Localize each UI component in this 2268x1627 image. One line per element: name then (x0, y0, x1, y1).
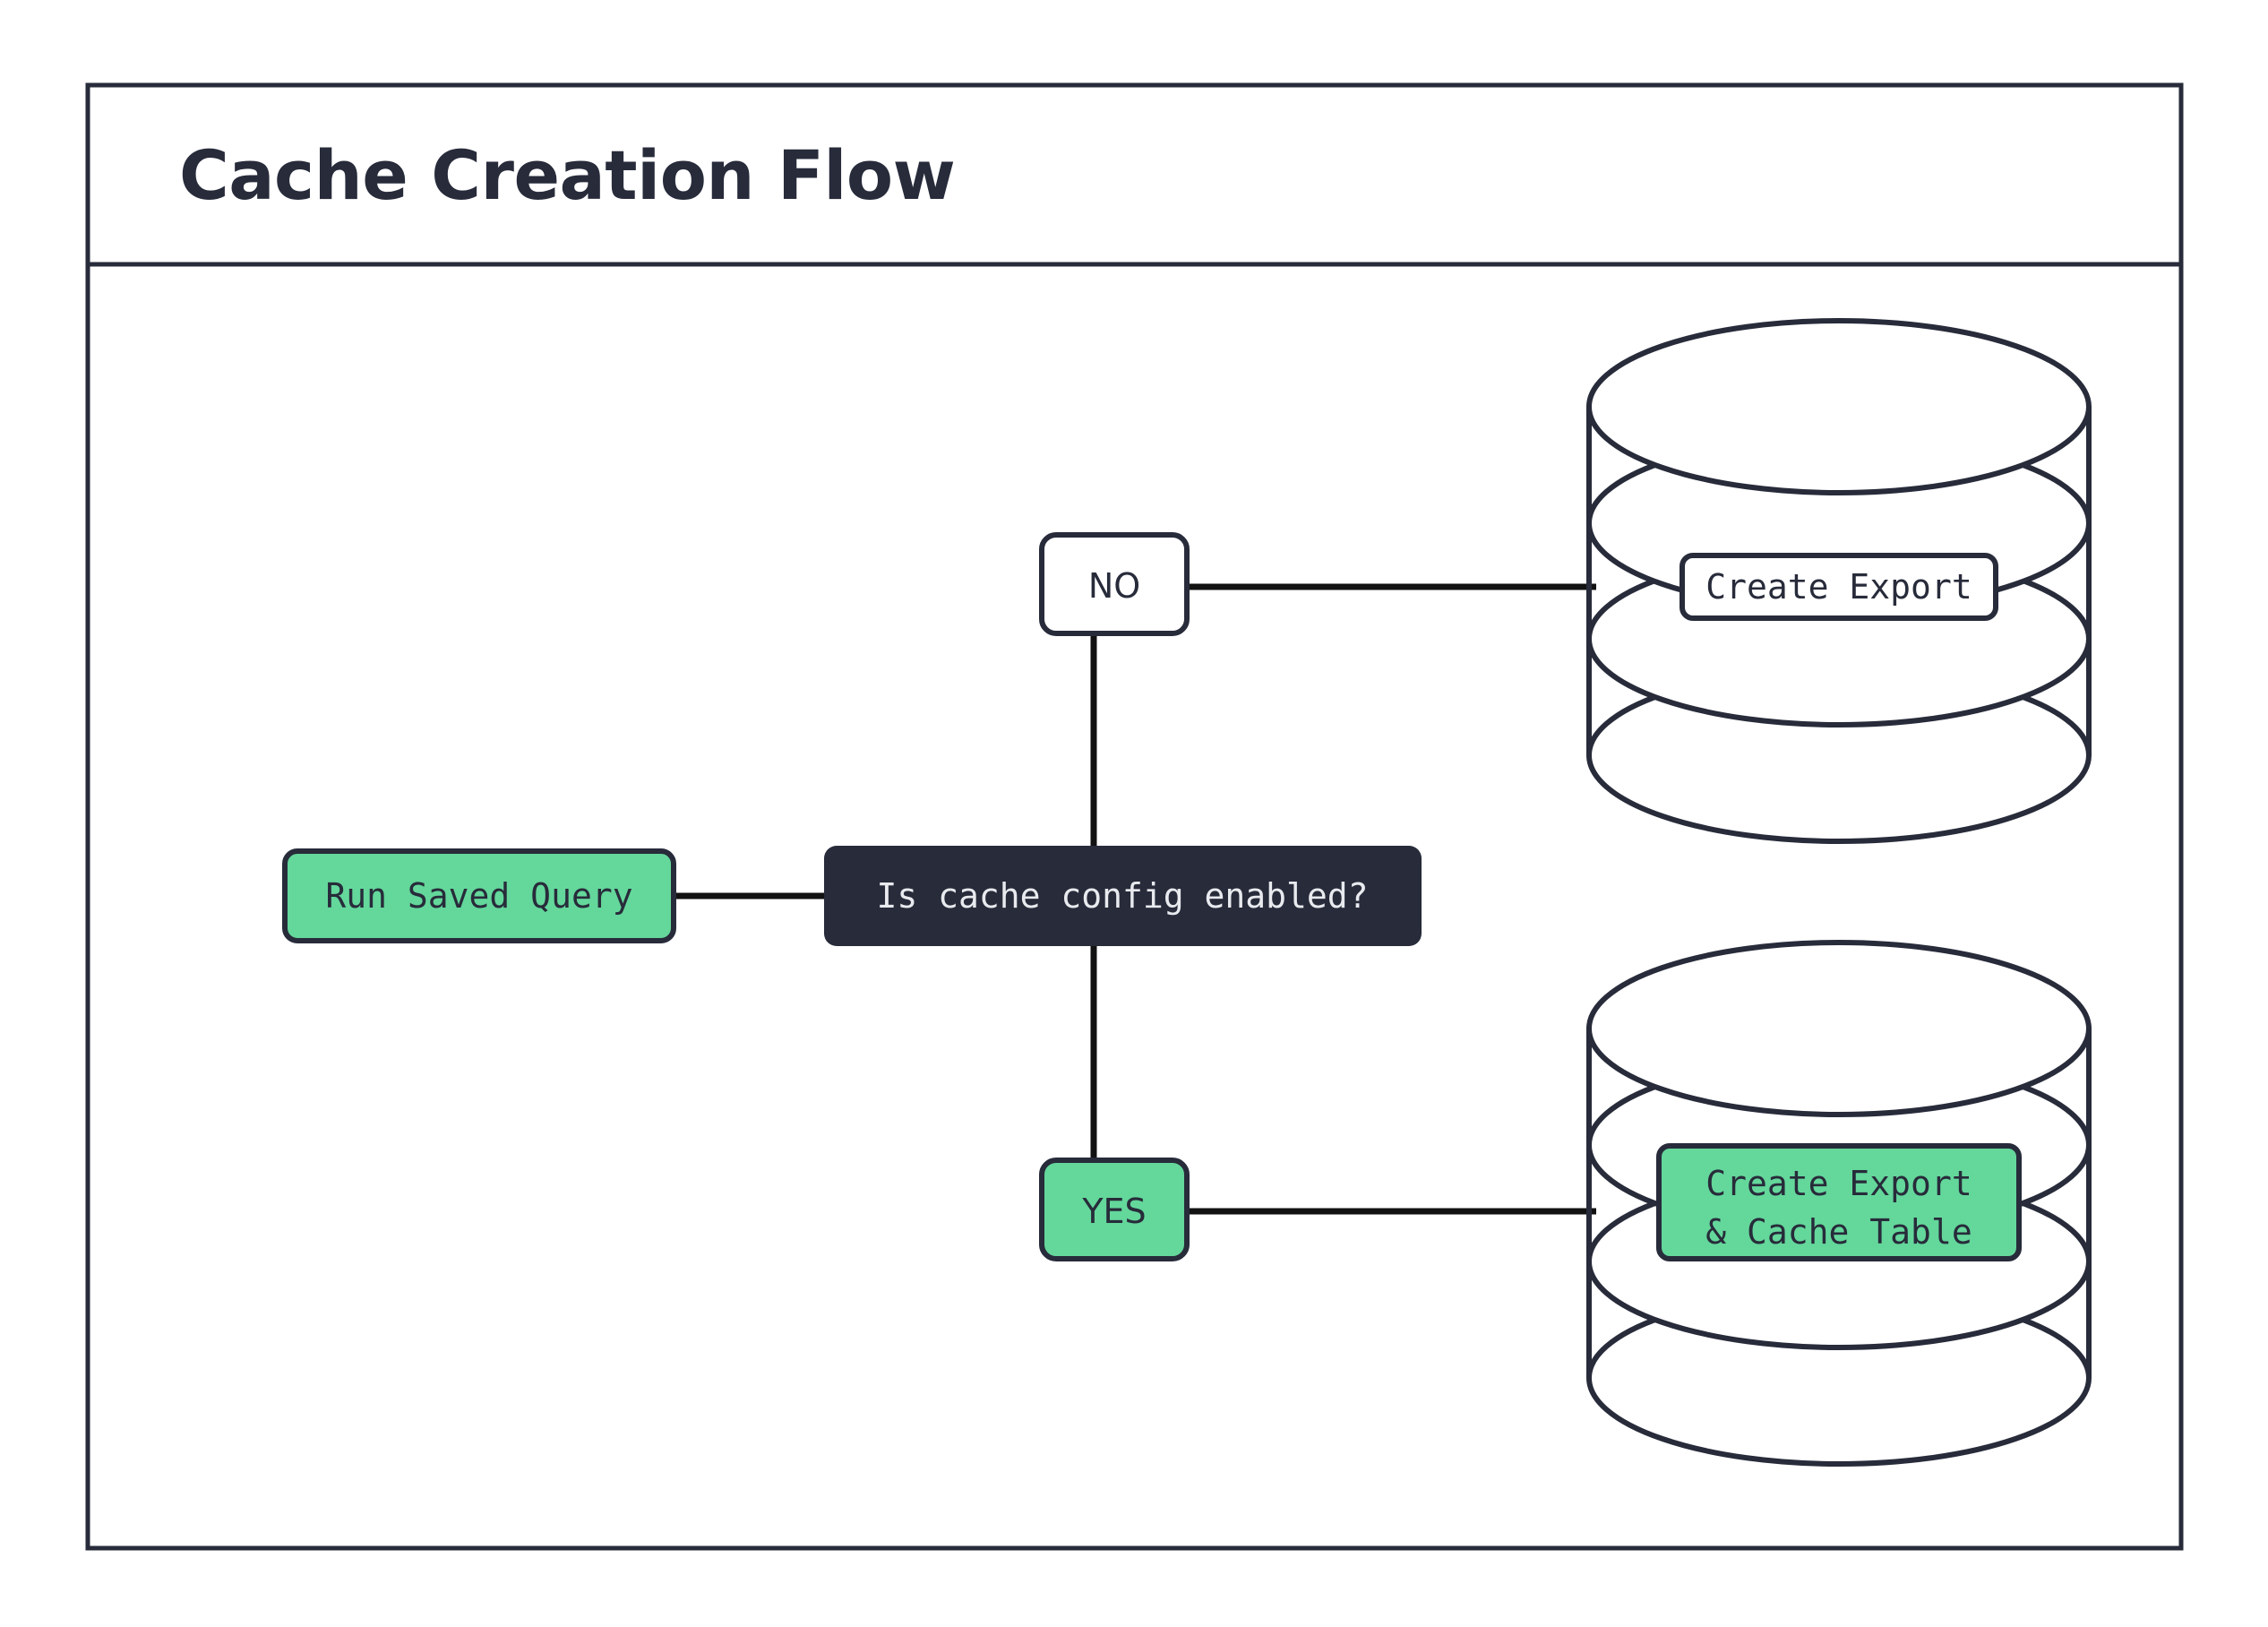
run-saved-query-box[interactable] (282, 848, 676, 943)
branch-yes-label: YES (1081, 1192, 1146, 1231)
create-export-cache-db-cylinder[interactable]: Create Export & Cache Table (1586, 940, 2092, 1467)
cache-config-decision-node[interactable]: Is cache config enabled? (824, 846, 1422, 946)
branch-yes-node[interactable]: YES (1039, 1158, 1190, 1261)
cache-db-disc-1 (1586, 940, 2092, 1117)
create-export-db-cylinder[interactable]: Create Export (1586, 318, 2092, 844)
create-export-cache-db-label-box[interactable] (1656, 1143, 2022, 1261)
run-saved-query-label: Run Saved Query (325, 876, 632, 916)
branch-no-node[interactable]: NO (1039, 532, 1190, 636)
create-export-cache-db-label-line2: & Cache Table (1705, 1212, 1972, 1252)
create-export-db-label-box[interactable] (1680, 553, 1998, 621)
cache-config-decision-box[interactable] (824, 846, 1422, 946)
page-title: Cache Creation Flow (179, 135, 955, 215)
run-saved-query-node[interactable]: Run Saved Query (282, 848, 676, 943)
diagram-frame (85, 82, 2184, 1551)
branch-no-box[interactable] (1039, 532, 1190, 636)
db-disc-1 (1586, 318, 2092, 495)
branch-no-label: NO (1088, 566, 1140, 606)
cache-config-decision-label: Is cache config enabled? (876, 876, 1368, 916)
branch-yes-box[interactable] (1039, 1158, 1190, 1261)
create-export-cache-db-label-line1: Create Export (1705, 1164, 1972, 1203)
create-export-db-label: Create Export (1705, 567, 1972, 607)
